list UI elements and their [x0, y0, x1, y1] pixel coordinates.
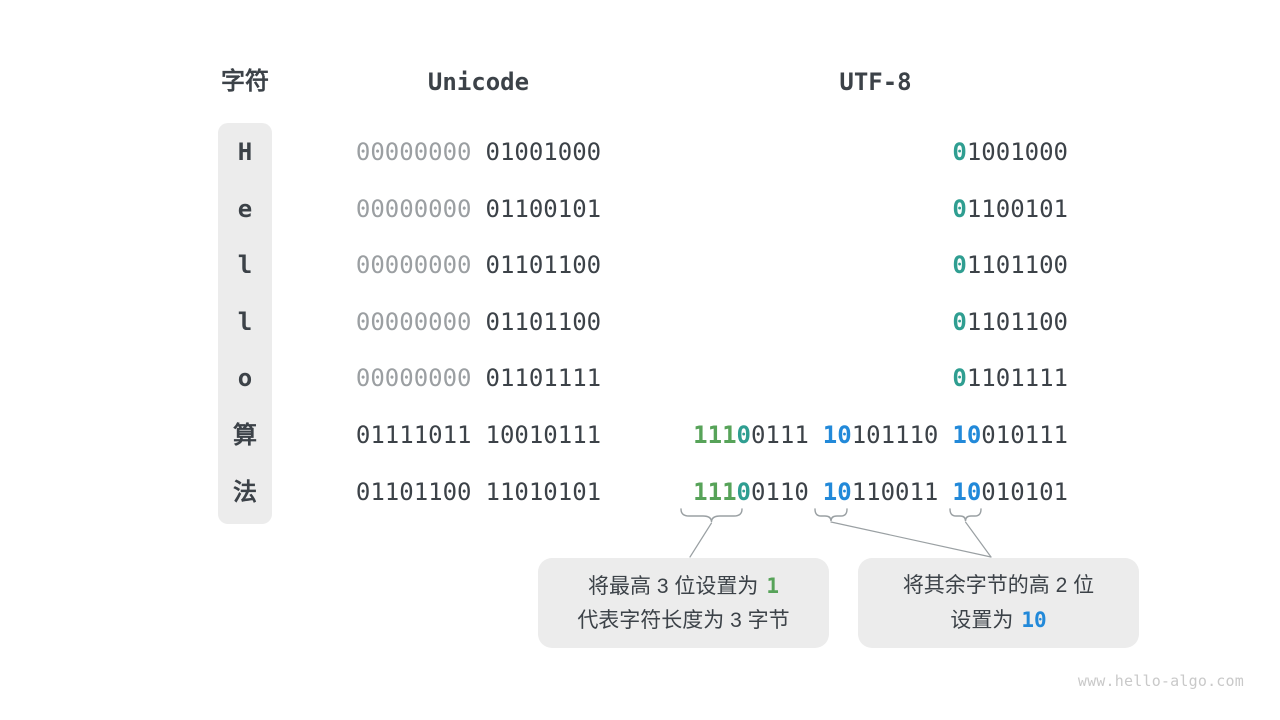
connector-line-2: [830, 521, 992, 558]
encoding-row: H 00000000 01001000 01001000: [0, 136, 1280, 168]
utf8-cell: 11100110 10110011 10010101: [683, 476, 1068, 508]
callout-line: 将其余字节的高 2 位: [902, 573, 1095, 597]
watermark: www.hello-algo.com: [1077, 672, 1244, 690]
unicode-high-byte: 00000000: [355, 251, 472, 279]
unicode-low-byte: 01101100: [485, 251, 602, 279]
utf8-byte-2: 10101110: [822, 421, 939, 449]
encoding-row: 法 01101100 11010101 11100110 10110011 10010…: [0, 476, 1280, 508]
unicode-high-byte: 00000000: [355, 195, 472, 223]
utf8-byte: 01101100: [952, 308, 1068, 336]
utf8-byte: 01001000: [952, 138, 1068, 166]
connector-line-3: [964, 521, 992, 558]
unicode-high-byte: 00000000: [355, 138, 472, 166]
character-cell: l: [237, 308, 253, 336]
unicode-cell: 01111011 10010111: [352, 419, 605, 451]
column-header-utf8: UTF-8: [839, 68, 912, 96]
unicode-low-byte: 11010101: [485, 478, 602, 506]
underbrace-prefix-10-b: [949, 508, 982, 522]
utf8-cell: 01101100: [683, 306, 1068, 338]
unicode-low-byte: 01001000: [485, 138, 602, 166]
unicode-low-byte: 10010111: [485, 421, 602, 449]
utf8-cell: 11100111 10101110 10010111: [683, 419, 1068, 451]
unicode-high-byte: 00000000: [355, 308, 472, 336]
character-cell: H: [237, 138, 253, 166]
unicode-low-byte: 01101100: [485, 308, 602, 336]
underbrace-prefix-10-a: [814, 508, 848, 522]
encoding-row: 算 01111011 10010111 11100111 10101110 10010…: [0, 419, 1280, 451]
utf8-cell: 01001000: [683, 136, 1068, 168]
utf8-byte-3: 10010101: [952, 478, 1068, 506]
unicode-cell: 00000000 01101111: [352, 362, 605, 394]
utf8-cell: 01101111: [683, 362, 1068, 394]
encoding-row: o 00000000 01101111 01101111: [0, 362, 1280, 394]
encoding-row: e 00000000 01100101 01100101: [0, 193, 1280, 225]
unicode-cell: 01101100 11010101: [352, 476, 605, 508]
character-column-panel: [218, 123, 272, 524]
character-cell: 法: [233, 478, 257, 506]
utf8-byte-1: 11100111: [693, 421, 809, 449]
unicode-low-byte: 01101111: [485, 364, 602, 392]
character-cell: e: [237, 195, 253, 223]
unicode-cell: 00000000 01001000: [352, 136, 605, 168]
unicode-cell: 00000000 01100101: [352, 193, 605, 225]
utf8-byte-3: 10010111: [952, 421, 1068, 449]
column-header-character: 字符: [221, 68, 269, 95]
utf8-cell: 01100101: [683, 193, 1068, 225]
callout-line: 代表字符长度为 3 字节: [577, 608, 790, 632]
utf8-byte: 01101100: [952, 251, 1068, 279]
encoding-row: l 00000000 01101100 01101100: [0, 306, 1280, 338]
column-header-unicode: Unicode: [427, 68, 530, 96]
connector-line-1: [689, 522, 713, 558]
utf8-byte: 01100101: [952, 195, 1068, 223]
unicode-high-byte: 00000000: [355, 364, 472, 392]
highlight-blue-10: 10: [1021, 607, 1047, 632]
encoding-row: l 00000000 01101100 01101100: [0, 249, 1280, 281]
character-cell: 算: [233, 421, 257, 449]
unicode-cell: 00000000 01101100: [352, 249, 605, 281]
unicode-cell: 00000000 01101100: [352, 306, 605, 338]
underbrace-prefix-1110: [680, 508, 743, 523]
character-cell: o: [237, 364, 253, 392]
unicode-low-byte: 01100101: [485, 195, 602, 223]
utf8-byte-2: 10110011: [822, 478, 939, 506]
utf8-byte-1: 11100110: [693, 478, 809, 506]
unicode-high-byte: 01111011: [355, 421, 472, 449]
utf8-cell: 01101100: [683, 249, 1068, 281]
character-cell: l: [237, 251, 253, 279]
utf8-byte: 01101111: [952, 364, 1068, 392]
highlight-green-1: 1: [766, 573, 779, 598]
unicode-high-byte: 01101100: [355, 478, 472, 506]
